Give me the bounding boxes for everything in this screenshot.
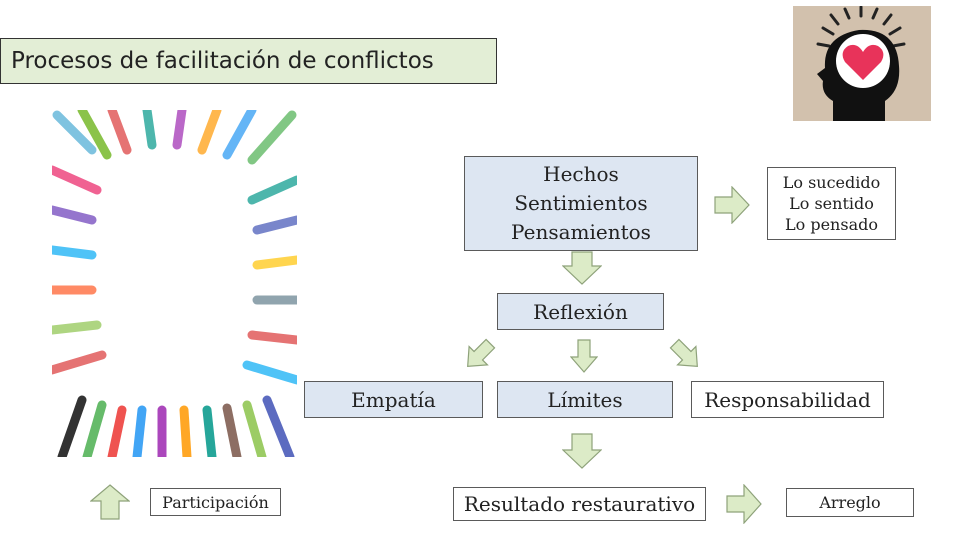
participacion-label: Participación <box>162 492 269 512</box>
arrow-down-left-icon <box>467 338 496 367</box>
arreglo-label: Arreglo <box>819 493 881 512</box>
sucedido-line-1: Lo sucedido <box>782 173 881 192</box>
responsabilidad-label: Responsabilidad <box>704 387 871 412</box>
arreglo-box: Arreglo <box>786 488 914 517</box>
limites-box: Límites <box>497 381 673 418</box>
resultado-box: Resultado restaurativo <box>453 487 706 521</box>
head-heart-icon <box>793 5 931 121</box>
responsabilidad-box: Responsabilidad <box>691 381 884 418</box>
empatia-box: Empatía <box>304 381 483 418</box>
hands-collage-image <box>52 110 297 457</box>
participacion-box: Participación <box>150 488 281 516</box>
hechos-line-2: Sentimientos <box>514 191 648 215</box>
arrow-up-icon <box>90 484 130 520</box>
empatia-label: Empatía <box>351 387 436 412</box>
sucedido-box: Lo sucedido Lo sentido Lo pensado <box>767 167 896 240</box>
reflexion-label: Reflexión <box>533 299 628 324</box>
hechos-line-1: Hechos <box>543 162 619 186</box>
limites-label: Límites <box>547 387 623 412</box>
slide-title: Procesos de facilitación de conflictos <box>0 38 497 84</box>
arrow-down-icon <box>562 251 602 285</box>
arrow-down-icon <box>570 339 598 373</box>
resultado-label: Resultado restaurativo <box>463 492 696 516</box>
sucedido-line-3: Lo pensado <box>785 215 878 234</box>
arrow-right-icon <box>726 484 762 524</box>
sucedido-line-2: Lo sentido <box>789 194 874 213</box>
arrow-right-icon <box>714 186 750 224</box>
reflexion-box: Reflexión <box>497 293 664 330</box>
arrow-down-icon <box>562 433 602 469</box>
arrow-down-right-icon <box>669 338 698 367</box>
hechos-line-3: Pensamientos <box>511 220 651 244</box>
hechos-box: Hechos Sentimientos Pensamientos <box>464 156 698 251</box>
